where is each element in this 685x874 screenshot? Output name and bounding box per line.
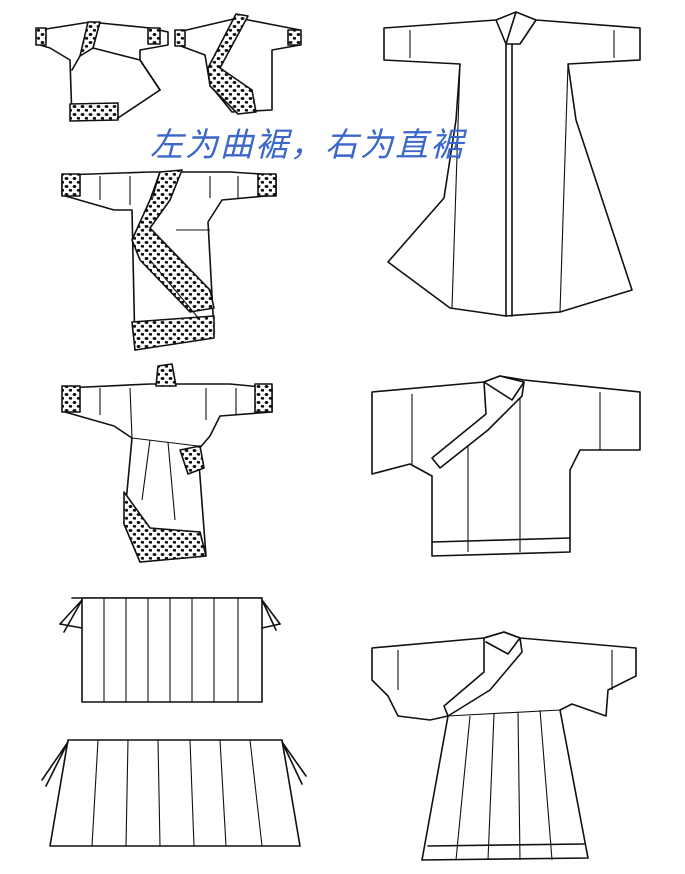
skirt-panel-upper — [59, 597, 281, 703]
zhiju-robe-pleated — [371, 631, 637, 861]
quju-robe-front — [61, 169, 277, 351]
quju-jacket-small-1 — [35, 21, 169, 122]
caption-text: 左为曲裾，右为直裾 — [150, 125, 465, 164]
quju-jacket-small-2 — [174, 13, 302, 115]
quju-robe-back — [61, 363, 273, 563]
skirt-panel-lower — [41, 739, 307, 847]
zhiju-jacket — [371, 375, 641, 557]
zhiju-robe — [383, 11, 641, 317]
